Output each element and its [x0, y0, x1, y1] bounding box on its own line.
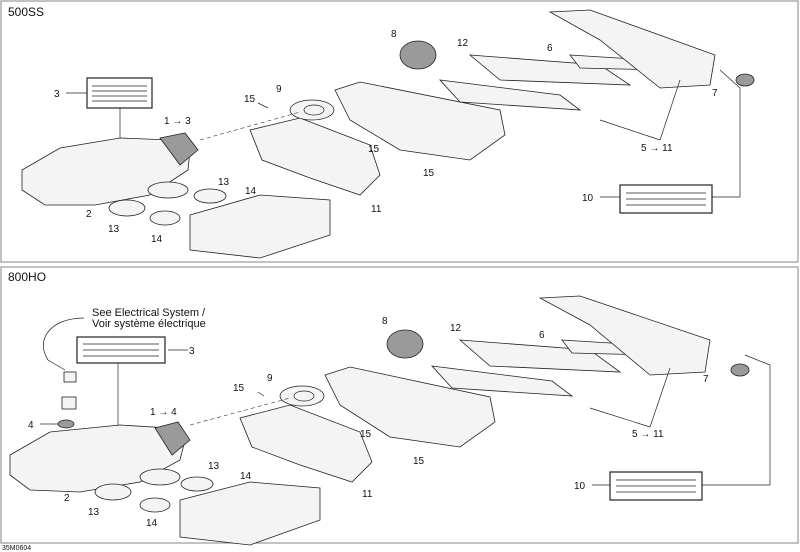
- engine-carburetors: [179, 481, 321, 546]
- part-8-intake-cap: [386, 329, 424, 359]
- part-7-grommet: [735, 73, 755, 87]
- part-5-air-box-housing: [324, 366, 496, 448]
- callout-1-to-3: 1 → 3: [164, 116, 191, 127]
- part-4-grommet: [57, 419, 75, 429]
- callout-3: 3: [54, 89, 60, 100]
- air-box-cover: [538, 295, 711, 376]
- part-11-housing-lower: [249, 117, 381, 196]
- part-7-grommet: [730, 363, 750, 377]
- air-box-cover: [548, 9, 716, 89]
- callout-2: 2: [64, 493, 70, 504]
- callout-3: 3: [189, 346, 195, 357]
- callout-5-to-11: 5 → 11: [641, 143, 673, 154]
- callout-12: 12: [450, 323, 462, 334]
- part-12-filter: [458, 339, 622, 373]
- callout-7: 7: [703, 374, 709, 385]
- panel-800ho-frame: [0, 266, 799, 544]
- callout-15: 15: [244, 94, 256, 105]
- engine-carburetors: [189, 194, 331, 259]
- panel-800ho: 800HO See Electrical System / Voir systè…: [8, 270, 771, 546]
- callout-13: 13: [208, 461, 220, 472]
- callout-5-to-11: 5 → 11: [632, 429, 664, 440]
- part-5-air-box-housing: [334, 81, 506, 161]
- adaptor-ring: [147, 181, 189, 199]
- sensor-connector: [63, 371, 77, 383]
- adaptor-ring: [108, 199, 146, 217]
- panel-500ss-frame: [0, 0, 799, 263]
- callout-10: 10: [582, 193, 594, 204]
- callout-10: 10: [574, 481, 586, 492]
- callout-7: 7: [712, 88, 718, 99]
- adaptor-ring: [139, 468, 181, 486]
- clamp-ring: [149, 210, 181, 226]
- callout-11: 11: [371, 204, 382, 215]
- part-filter-seal: [438, 79, 582, 111]
- callout-9: 9: [267, 373, 273, 384]
- clamp-ring: [139, 497, 171, 513]
- intake-boot: [154, 421, 191, 456]
- callout-12: 12: [457, 38, 469, 49]
- callout-14: 14: [245, 186, 257, 197]
- clamp-ring: [193, 188, 227, 204]
- adaptor-ring: [94, 483, 132, 501]
- callout-8: 8: [382, 316, 388, 327]
- part-11-housing-lower: [239, 404, 373, 483]
- callout-15: 15: [368, 144, 380, 155]
- callout-14: 14: [240, 471, 252, 482]
- panel-500ss: 500SS: [8, 5, 755, 259]
- callout-13: 13: [218, 177, 230, 188]
- part-8-intake-cap: [399, 40, 437, 70]
- part-9-grommet: [279, 385, 325, 407]
- callout-4: 4: [28, 420, 34, 431]
- intake-boot: [159, 132, 199, 166]
- callout-9: 9: [276, 84, 282, 95]
- panel-title: 500SS: [8, 5, 44, 19]
- panel-title: 800HO: [8, 270, 46, 284]
- callout-6: 6: [547, 43, 553, 54]
- callout-15: 15: [423, 168, 435, 179]
- part-12-filter: [468, 54, 632, 86]
- callout-15: 15: [413, 456, 425, 467]
- electrical-system-note: See Electrical System /: [92, 307, 206, 319]
- callout-1-to-4: 1 → 4: [150, 407, 177, 418]
- caution-sticker-part-3: [86, 77, 153, 109]
- callout-2: 2: [86, 209, 92, 220]
- callout-14: 14: [146, 518, 158, 529]
- callout-11: 11: [362, 489, 373, 500]
- electrical-system-note-fr: Voir système électrique: [92, 318, 206, 330]
- callout-15: 15: [233, 383, 245, 394]
- clamp-ring: [180, 476, 214, 492]
- callout-13: 13: [108, 224, 120, 235]
- callout-13: 13: [88, 507, 100, 518]
- callout-6: 6: [539, 330, 545, 341]
- part-filter-seal: [430, 365, 574, 397]
- part-9-grommet: [289, 99, 335, 121]
- callout-15: 15: [360, 429, 372, 440]
- callout-8: 8: [391, 29, 397, 40]
- callout-14: 14: [151, 234, 163, 245]
- temperature-sensor: [61, 396, 77, 410]
- drawing-code: 35M0604: [2, 545, 31, 552]
